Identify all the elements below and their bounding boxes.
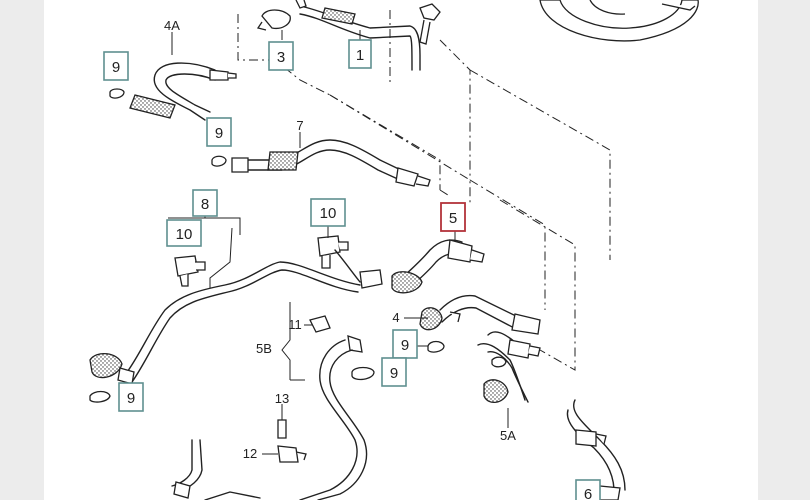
callout-9-center-lower[interactable]: 9: [381, 357, 407, 387]
brake-booster: [539, 0, 699, 42]
callout-3-text: 3: [277, 49, 285, 66]
callout-6-text: 6: [584, 486, 592, 500]
callout-10-right-text: 10: [320, 205, 337, 222]
hose-4A: [109, 32, 237, 121]
callout-9-bottom-left-text: 9: [127, 390, 135, 407]
callout-10-left-text: 10: [176, 226, 193, 243]
callout-8[interactable]: 8: [192, 189, 218, 217]
callout-9-top-left-text: 9: [112, 59, 120, 76]
clip-10-right: [317, 226, 361, 283]
callout-10-right[interactable]: 10: [310, 198, 346, 227]
callout-1[interactable]: 1: [348, 39, 372, 69]
hose-5: [391, 228, 485, 294]
part-6: [566, 399, 626, 500]
hose-7: [211, 132, 431, 187]
label-4: 4: [392, 310, 399, 325]
callout-9-center-text: 9: [401, 337, 409, 354]
line-8: [89, 210, 383, 403]
label-5A: 5A: [500, 428, 516, 443]
hose-5A: [477, 331, 541, 428]
part-4: [404, 294, 541, 335]
label-11: 11: [288, 317, 302, 332]
parts-12-13: [262, 404, 307, 463]
clamps-center: [347, 335, 445, 381]
callout-9-bottom-left[interactable]: 9: [118, 382, 144, 412]
callout-9-top-left[interactable]: 9: [103, 51, 129, 81]
left-margin: [0, 0, 44, 500]
pipe-5B: [281, 302, 368, 500]
callout-5[interactable]: 5: [440, 202, 466, 232]
label-13: 13: [275, 391, 289, 406]
label-12: 12: [243, 446, 257, 461]
clip-10-left: [174, 255, 206, 287]
callout-6[interactable]: 6: [575, 479, 601, 500]
label-7: 7: [296, 118, 303, 133]
diagram-paper: [44, 0, 758, 500]
callout-9-mid-left[interactable]: 9: [206, 117, 232, 147]
right-margin: [758, 0, 810, 500]
callout-9-mid-left-text: 9: [215, 125, 223, 142]
callout-5-text: 5: [449, 210, 457, 227]
callout-8-text: 8: [201, 196, 209, 213]
callout-3[interactable]: 3: [268, 41, 294, 71]
callout-10-left[interactable]: 10: [166, 219, 202, 247]
callout-9-center[interactable]: 9: [392, 329, 418, 359]
callout-9-center-lower-text: 9: [390, 365, 398, 382]
callout-1-text: 1: [356, 47, 364, 64]
label-4A: 4A: [164, 18, 180, 33]
top-hose-assembly: [256, 0, 441, 71]
label-5B: 5B: [256, 341, 272, 356]
bottom-left-hose: [171, 439, 261, 500]
